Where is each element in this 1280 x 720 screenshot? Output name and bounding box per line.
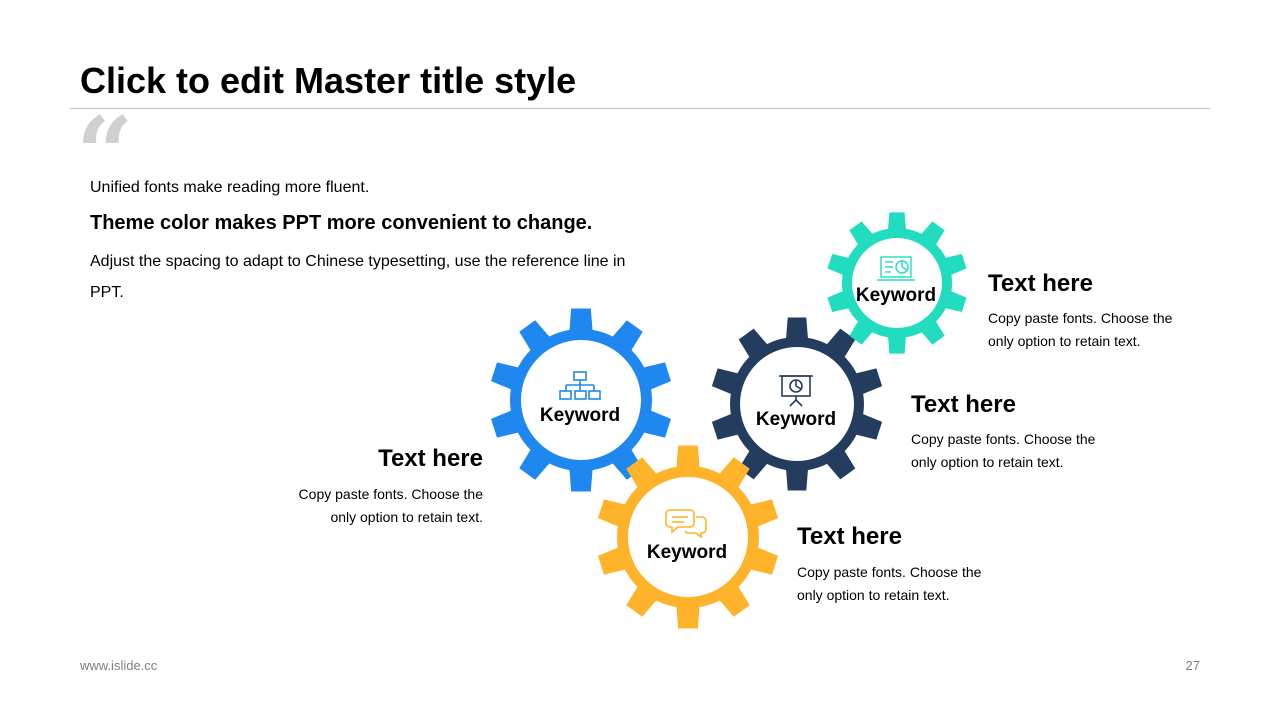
text-body-navy[interactable]: Copy paste fonts. Choose the only option… xyxy=(911,431,1096,470)
text-body-teal[interactable]: Copy paste fonts. Choose the only option… xyxy=(988,310,1173,349)
gear-orange[interactable] xyxy=(598,445,778,629)
gear-teal[interactable] xyxy=(827,212,967,354)
quote-mark-icon: “ xyxy=(76,95,134,213)
intro-line-3[interactable]: Adjust the spacing to adapt to Chinese t… xyxy=(90,253,626,301)
text-body-blue[interactable]: Copy paste fonts. Choose the only option… xyxy=(298,486,483,525)
keyword-label-navy[interactable]: Keyword xyxy=(755,409,837,430)
chat-bubbles-icon xyxy=(665,509,707,539)
footer-url[interactable]: www.islide.cc xyxy=(80,658,158,673)
page-number: 27 xyxy=(1185,658,1200,673)
keyword-label-blue[interactable]: Keyword xyxy=(539,405,621,426)
dashboard-screen-icon xyxy=(877,256,915,281)
text-heading-blue[interactable]: Text here xyxy=(378,445,483,472)
text-heading-orange[interactable]: Text here xyxy=(797,523,902,550)
gear-blue[interactable] xyxy=(491,308,671,492)
slide-title[interactable]: Click to edit Master title style xyxy=(80,60,577,101)
intro-line-2[interactable]: Theme color makes PPT more convenient to… xyxy=(90,212,593,234)
org-chart-icon xyxy=(559,371,601,400)
presentation-board-icon xyxy=(779,375,813,407)
text-heading-teal[interactable]: Text here xyxy=(988,270,1093,297)
keyword-label-orange[interactable]: Keyword xyxy=(646,542,728,563)
title-divider xyxy=(70,108,1210,109)
text-heading-navy[interactable]: Text here xyxy=(911,391,1016,418)
gear-navy[interactable] xyxy=(711,317,883,491)
keyword-label-teal[interactable]: Keyword xyxy=(855,285,937,306)
text-body-orange[interactable]: Copy paste fonts. Choose the only option… xyxy=(797,564,982,603)
intro-line-1[interactable]: Unified fonts make reading more fluent. xyxy=(90,179,370,196)
